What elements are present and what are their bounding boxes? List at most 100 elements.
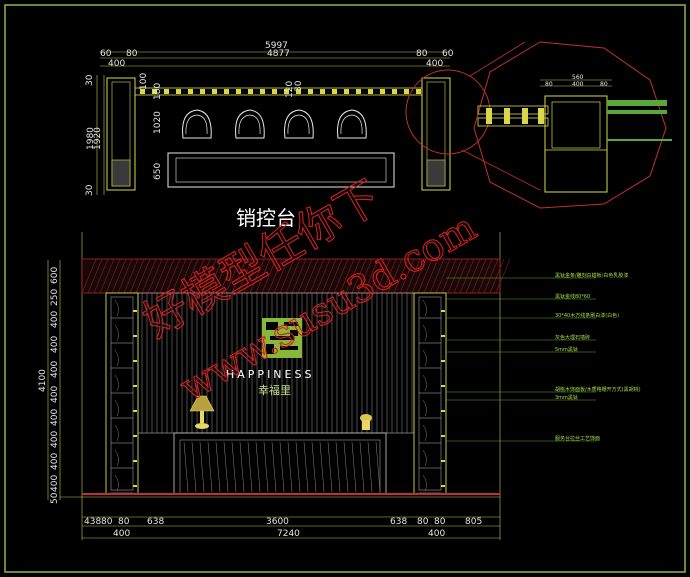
dim-elev-left: 400 xyxy=(50,453,60,470)
brand-name-cn: 幸福里 xyxy=(258,383,291,397)
hatch-line xyxy=(117,258,133,294)
top-plan-view: 5997 60 80 4877 80 60 400 400 1980 30 19… xyxy=(85,41,454,196)
counter-groove xyxy=(247,441,253,493)
counter-groove xyxy=(343,441,349,493)
hatch-line xyxy=(381,258,397,294)
annotation-text: 黑钛金条/雕刻白蜡板/白色乳胶漆 xyxy=(555,272,628,279)
counter-groove xyxy=(319,441,325,493)
counter-groove xyxy=(375,441,381,493)
counter-groove xyxy=(311,441,317,493)
marble-vein xyxy=(114,374,119,392)
dim-elev-left: 400 xyxy=(50,361,60,378)
hatch-line xyxy=(267,258,283,294)
annotation-leaders: 黑钛金条/雕刻白蜡板/白色乳胶漆黑钛金线80*6030*40木方线条刷白漆(白色… xyxy=(446,272,641,442)
marble-vein xyxy=(114,324,119,342)
dim-bottom-row1: 80 xyxy=(101,517,113,527)
dim-inner-180: 180 xyxy=(153,83,163,100)
hatch-line xyxy=(123,258,139,294)
hatch-line xyxy=(261,258,277,294)
hatch-line xyxy=(189,258,205,294)
marble-vein xyxy=(422,324,427,342)
dim-elev-left: 400 xyxy=(50,409,60,426)
counter-groove xyxy=(199,441,205,493)
ceiling-band xyxy=(81,258,501,294)
beam-stud xyxy=(164,89,169,94)
detail-dim-400: 400 xyxy=(572,81,584,88)
dim-top-60-right: 60 xyxy=(442,49,454,59)
pillar-bracket xyxy=(441,335,445,337)
hatch-line xyxy=(297,258,313,294)
beam-stud xyxy=(248,89,253,94)
happiness-logo xyxy=(262,318,302,358)
dim-elev-left: 600 xyxy=(50,267,60,284)
beam-stud xyxy=(140,89,145,94)
marble-vein xyxy=(422,374,427,392)
beam-stud xyxy=(296,89,301,94)
hatch-line xyxy=(237,258,253,294)
pillar-bracket xyxy=(441,385,445,387)
hatch-line xyxy=(339,258,355,294)
hatch-line xyxy=(87,258,103,294)
hatch-line xyxy=(201,258,217,294)
hatch-line xyxy=(213,258,229,294)
detail-dim-80a: 80 xyxy=(545,81,553,88)
hatch-line xyxy=(111,258,127,294)
hatch-line xyxy=(171,258,187,294)
dim-top-4877: 4877 xyxy=(267,49,290,59)
beam-stud xyxy=(272,89,277,94)
hatch-line xyxy=(477,258,493,294)
counter-groove xyxy=(287,441,293,493)
hatch-line xyxy=(363,258,379,294)
dim-bottom-row1: 638 xyxy=(147,517,164,527)
hatch-line xyxy=(147,258,163,294)
pillar-bracket xyxy=(133,335,137,337)
beam-stud xyxy=(152,89,157,94)
hatch-line xyxy=(495,258,511,294)
detail-dim-80b: 80 xyxy=(600,81,608,88)
hatch-line xyxy=(159,258,175,294)
dim-inner-120: 120 xyxy=(285,81,295,98)
hatch-line xyxy=(483,258,499,294)
counter-groove xyxy=(335,441,341,493)
pillar-bracket xyxy=(133,435,137,437)
dim-inner-650: 650 xyxy=(153,163,163,180)
dim-bottom-row1: 80 xyxy=(118,517,130,527)
counter-groove xyxy=(359,441,365,493)
hatch-line xyxy=(345,258,361,294)
beam-stud xyxy=(368,89,373,94)
annotation-text: 5mm黑钛 xyxy=(555,346,578,353)
hatch-line xyxy=(351,258,367,294)
counter-plan xyxy=(167,152,395,188)
detail-polygon xyxy=(473,41,667,209)
hatch-line xyxy=(471,258,487,294)
counter-groove xyxy=(279,441,285,493)
pillar-bracket xyxy=(133,360,137,362)
beam-stud xyxy=(332,89,337,94)
ceiling-hatch xyxy=(81,258,511,294)
hatch-line xyxy=(285,258,301,294)
hatch-line xyxy=(207,258,223,294)
hatch-line xyxy=(81,258,97,294)
hatch-line xyxy=(195,258,211,294)
hatch-line xyxy=(405,258,421,294)
hatch-line xyxy=(165,258,181,294)
annotation-text: 3mm黑钛 xyxy=(555,394,578,401)
hatch-line xyxy=(435,258,451,294)
counter-groove xyxy=(231,441,237,493)
counter-groove xyxy=(255,441,261,493)
marble-vein xyxy=(114,449,119,467)
hatch-line xyxy=(183,258,199,294)
beam-stud xyxy=(356,89,361,94)
counter-hatch xyxy=(183,441,381,493)
marble-vein xyxy=(422,474,427,492)
annotation-text: 灰色大理石墙砖 xyxy=(555,334,590,341)
dim-elev-left: 400 xyxy=(50,475,60,492)
dim-top-overall: 5997 xyxy=(265,41,288,51)
dim-elev-left: 50 xyxy=(50,492,60,504)
pillar-bracket xyxy=(133,310,137,312)
marble-vein xyxy=(114,299,119,317)
dim-elev-left: 400 xyxy=(50,386,60,403)
dim-left-30-bottom: 30 xyxy=(85,184,95,196)
